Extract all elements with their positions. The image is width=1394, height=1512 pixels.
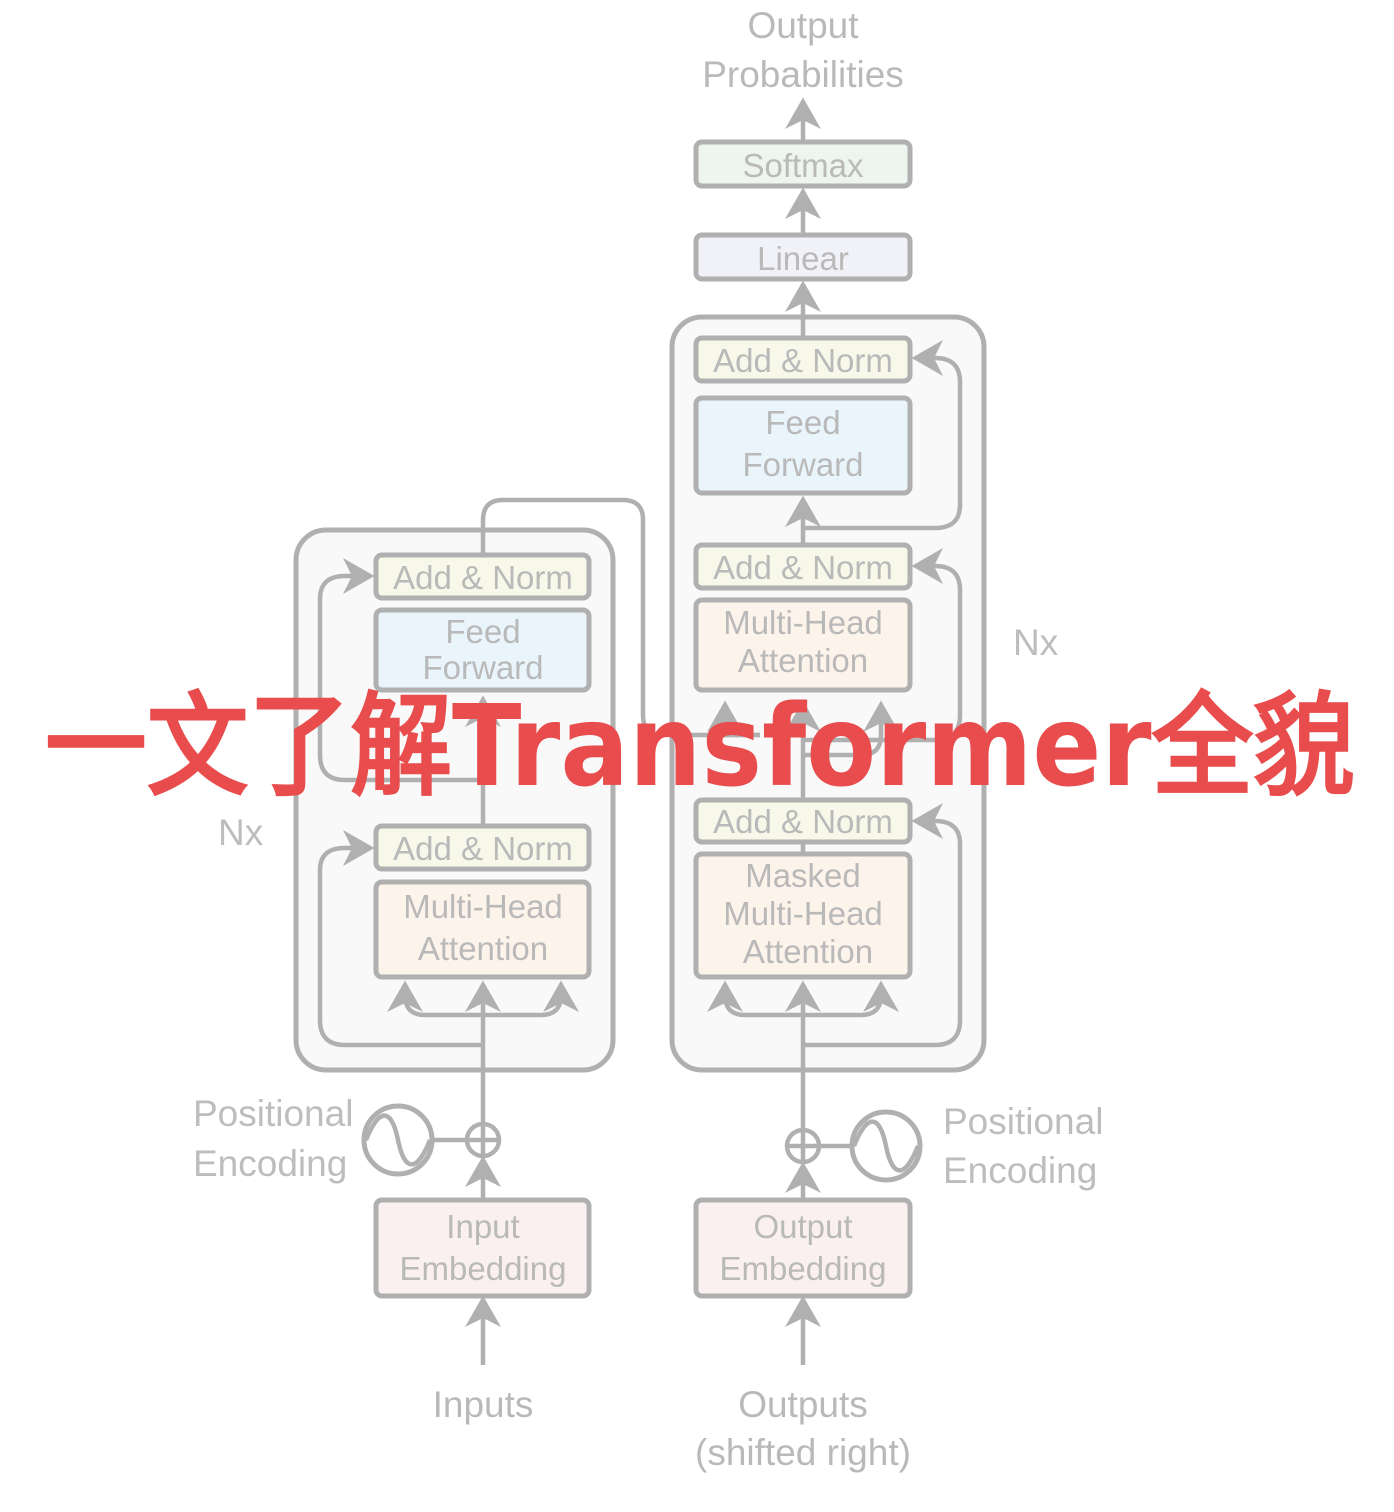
input-embedding: Input Embedding (373, 1197, 592, 1299)
svg-text:Add & Norm: Add & Norm (393, 559, 573, 596)
svg-text:Positional: Positional (943, 1101, 1103, 1142)
linear-layer: Linear (693, 232, 913, 282)
encoder-connections (317, 497, 760, 1365)
decoder-positional-encoding: Positional Encoding (784, 1101, 1103, 1191)
encoder-repeat-label: Nx (218, 812, 264, 853)
overlay-title: 一文了解Transformer全貌 (45, 682, 1355, 812)
svg-text:Embedding: Embedding (720, 1250, 887, 1287)
svg-text:Add & Norm: Add & Norm (713, 342, 893, 379)
svg-text:Forward: Forward (422, 649, 543, 686)
svg-text:Attention: Attention (738, 642, 868, 679)
output-embedding: Output Embedding (693, 1197, 913, 1299)
inputs-label: Inputs (433, 1384, 534, 1425)
decoder-feed-forward: Feed Forward (693, 395, 913, 496)
svg-text:Encoding: Encoding (193, 1143, 347, 1184)
svg-text:Multi-Head: Multi-Head (723, 604, 883, 641)
svg-text:Feed: Feed (765, 404, 840, 441)
svg-text:Multi-Head: Multi-Head (723, 895, 883, 932)
svg-text:Masked: Masked (745, 857, 861, 894)
softmax-layer: Softmax (693, 139, 913, 189)
outputs-label: Outputs (738, 1384, 868, 1425)
svg-text:Linear: Linear (757, 240, 849, 277)
shifted-right-label: (shifted right) (695, 1432, 911, 1473)
svg-text:Encoding: Encoding (943, 1150, 1097, 1191)
decoder-multi-head-attention: Multi-Head Attention (693, 597, 913, 693)
svg-text:Positional: Positional (193, 1093, 353, 1134)
decoder-masked-multi-head-attention: Masked Multi-Head Attention (693, 851, 913, 980)
svg-text:Add & Norm: Add & Norm (713, 549, 893, 586)
svg-text:Add & Norm: Add & Norm (393, 830, 573, 867)
svg-text:Add & Norm: Add & Norm (713, 803, 893, 840)
encoder-add-norm-bottom: Add & Norm (373, 823, 592, 872)
svg-text:Softmax: Softmax (742, 147, 864, 184)
svg-text:Multi-Head: Multi-Head (403, 888, 563, 925)
encoder-feed-forward: Feed Forward (373, 607, 592, 693)
encoder-positional-encoding: Positional Encoding (193, 1093, 502, 1184)
svg-text:Input: Input (446, 1208, 519, 1245)
svg-text:Forward: Forward (742, 446, 863, 483)
decoder-add-norm-mid: Add & Norm (693, 542, 913, 591)
encoder-add-norm-top: Add & Norm (373, 552, 592, 601)
decoder-add-norm-top: Add & Norm (693, 335, 913, 384)
svg-text:Attention: Attention (743, 933, 873, 970)
output-probabilities-label-2: Probabilities (702, 54, 904, 95)
output-probabilities-label: Output (747, 5, 859, 46)
decoder-add-norm-bottom: Add & Norm (693, 797, 913, 845)
svg-text:Attention: Attention (418, 930, 548, 967)
svg-text:Feed: Feed (445, 613, 520, 650)
svg-text:Embedding: Embedding (400, 1250, 567, 1287)
svg-text:Output: Output (753, 1208, 852, 1245)
decoder-connections (707, 97, 963, 1365)
encoder-multi-head-attention: Multi-Head Attention (373, 879, 592, 980)
decoder-repeat-label: Nx (1013, 622, 1059, 663)
